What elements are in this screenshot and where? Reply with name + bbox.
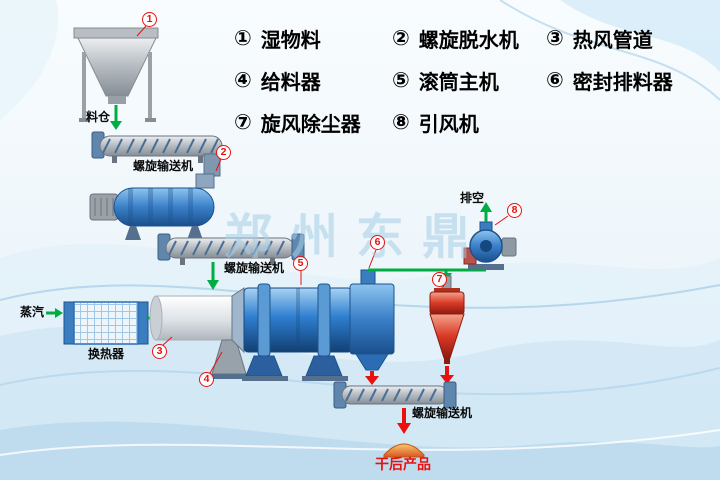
legend-label-5: 滚筒主机 bbox=[418, 72, 499, 94]
screw-conveyor-mid bbox=[157, 233, 305, 265]
marker-2-dewatering: 2 bbox=[216, 145, 231, 160]
marker-3-hot-air-duct: 3 bbox=[152, 344, 167, 359]
watermark-text: 郑州东鼎 bbox=[224, 211, 489, 264]
legend-item-1: ① 湿物料 bbox=[234, 24, 392, 53]
marker-6-sealed-discharger: 6 bbox=[370, 235, 385, 250]
legend-item-7: ⑦ 旋风除尘器 bbox=[234, 108, 392, 137]
screw-dewatering-machine bbox=[89, 173, 215, 240]
legend-label-3: 热风管道 bbox=[572, 30, 653, 52]
legend-label-2: 螺旋脱水机 bbox=[418, 30, 519, 52]
screw-conveyor-top bbox=[91, 131, 223, 177]
product-label: 干后产品 bbox=[375, 456, 431, 472]
heat-exchanger-label: 换热器 bbox=[88, 347, 125, 361]
exhaust-label: 排空 bbox=[460, 191, 485, 205]
legend-item-6: ⑥ 密封排料器 bbox=[546, 66, 716, 95]
hopper-bin bbox=[73, 27, 159, 122]
legend-num-3: ③ bbox=[546, 27, 564, 50]
legend-label-8: 引风机 bbox=[418, 114, 479, 136]
marker-5-drum-main: 5 bbox=[293, 256, 308, 271]
legend-item-8: ⑧ 引风机 bbox=[392, 108, 546, 137]
legend-item-3: ③ 热风管道 bbox=[546, 24, 716, 53]
induced-draft-fan bbox=[463, 221, 517, 270]
cyclone-dust-collector bbox=[429, 275, 465, 364]
rotary-drum bbox=[231, 283, 353, 381]
legend-label-7: 旋风除尘器 bbox=[260, 114, 361, 136]
marker-7-cyclone: 7 bbox=[432, 272, 447, 287]
exhaust-up-arrow bbox=[480, 202, 492, 222]
legend-num-8: ⑧ bbox=[392, 111, 410, 134]
conveyor-top-label: 螺旋输送机 bbox=[133, 159, 194, 173]
hopper-to-conveyor-arrow bbox=[110, 105, 122, 130]
legend-num-6: ⑥ bbox=[546, 69, 564, 92]
legend-num-7: ⑦ bbox=[234, 111, 252, 134]
legend-item-2: ② 螺旋脱水机 bbox=[392, 24, 546, 53]
legend-label-1: 湿物料 bbox=[260, 30, 321, 52]
steam-label: 蒸汽 bbox=[20, 305, 45, 319]
cyclone-drop-arrow bbox=[440, 366, 454, 384]
legend-num-4: ④ bbox=[234, 69, 252, 92]
product-drop-arrow bbox=[397, 408, 411, 434]
product-pile bbox=[383, 443, 425, 458]
legend-num-5: ⑤ bbox=[392, 69, 410, 92]
discharge-drop-arrow bbox=[365, 371, 379, 385]
legend-num-1: ① bbox=[234, 27, 252, 50]
legend-num-2: ② bbox=[392, 27, 410, 50]
conveyor-mid-label: 螺旋输送机 bbox=[224, 261, 285, 275]
conveyor-to-drum-arrow bbox=[207, 262, 219, 290]
screw-conveyor-bottom bbox=[333, 381, 457, 409]
marker-1-wet-material: 1 bbox=[142, 12, 157, 27]
legend-label-4: 给料器 bbox=[260, 72, 321, 94]
legend-item-5: ⑤ 滚筒主机 bbox=[392, 66, 546, 95]
heat-exchanger bbox=[63, 301, 149, 345]
sealed-discharger bbox=[349, 269, 395, 371]
legend: ① 湿物料 ② 螺旋脱水机 ③ 热风管道 ④ 给料器 ⑤ 滚筒主机 ⑥ 密封排料器 ⑦ 旋风除… bbox=[234, 24, 716, 137]
legend-label-6: 密封排料器 bbox=[572, 72, 673, 94]
conveyor-bottom-label: 螺旋输送机 bbox=[412, 406, 473, 420]
steam-arrow bbox=[46, 308, 63, 318]
marker-8-draft-fan: 8 bbox=[507, 203, 522, 218]
marker-4-feeder: 4 bbox=[199, 372, 214, 387]
hopper-label: 料仓 bbox=[86, 110, 111, 124]
drum-inlet-duct bbox=[149, 295, 235, 341]
legend-item-4: ④ 给料器 bbox=[234, 66, 392, 95]
